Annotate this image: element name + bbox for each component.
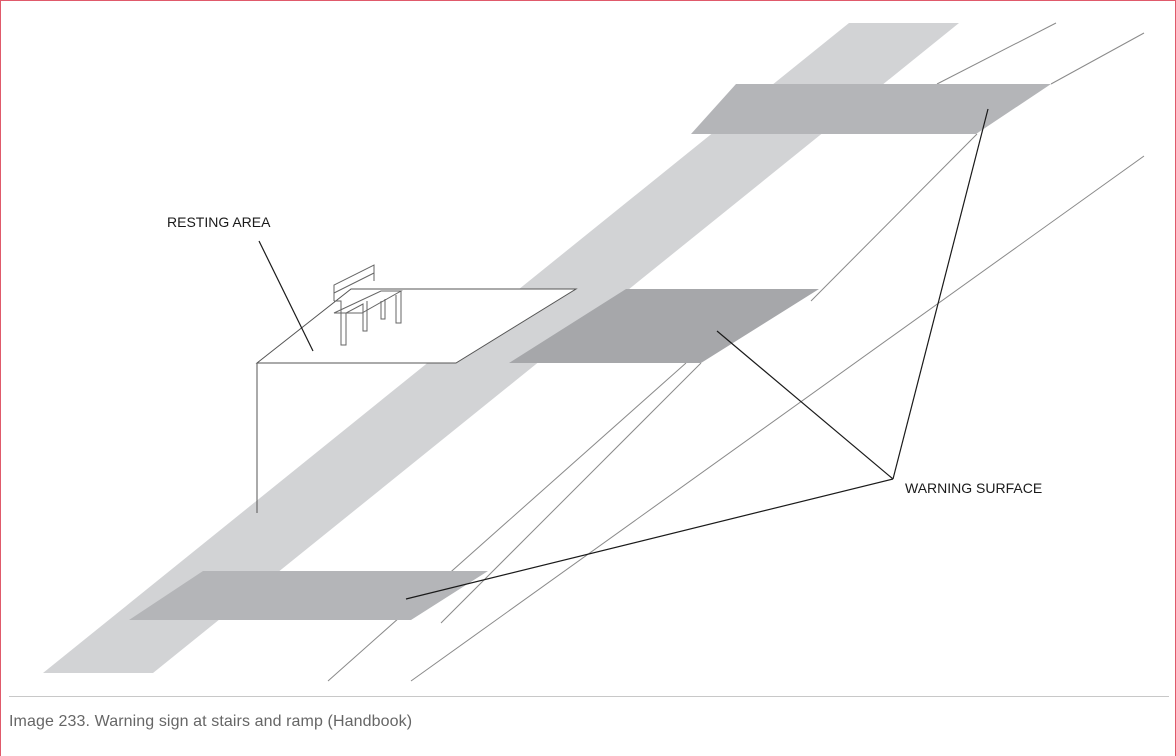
stair-edge-line-right-2: [810, 133, 978, 302]
bench-icon: [333, 264, 403, 346]
ramp-band: [43, 23, 959, 673]
resting-platform: [255, 288, 578, 364]
warning-leader-top: [892, 108, 989, 480]
resting-area-leader: [258, 240, 314, 352]
stair-edge-line-lower-2: [410, 155, 1145, 682]
stair-edge-line-right-1: [1050, 32, 1145, 85]
stair-edge-line-lower-1: [327, 362, 687, 682]
warning-surface-top: [691, 84, 1051, 134]
figure-caption: Image 233. Warning sign at stairs and ra…: [9, 713, 413, 730]
resting-area-label: RESTING AREA: [167, 214, 271, 230]
caption-divider: [9, 696, 1169, 697]
warning-surface-middle: [509, 289, 819, 363]
warning-surface-label: WARNING SURFACE: [905, 480, 1042, 496]
stairs-ramp-diagram: RESTING AREA WARNING SURFACE: [43, 22, 1145, 682]
warning-surface-bottom: [129, 571, 488, 620]
warning-leader-bottom: [405, 478, 894, 600]
warning-leader-middle: [716, 330, 894, 480]
stair-edge-line-upper: [936, 22, 1057, 85]
